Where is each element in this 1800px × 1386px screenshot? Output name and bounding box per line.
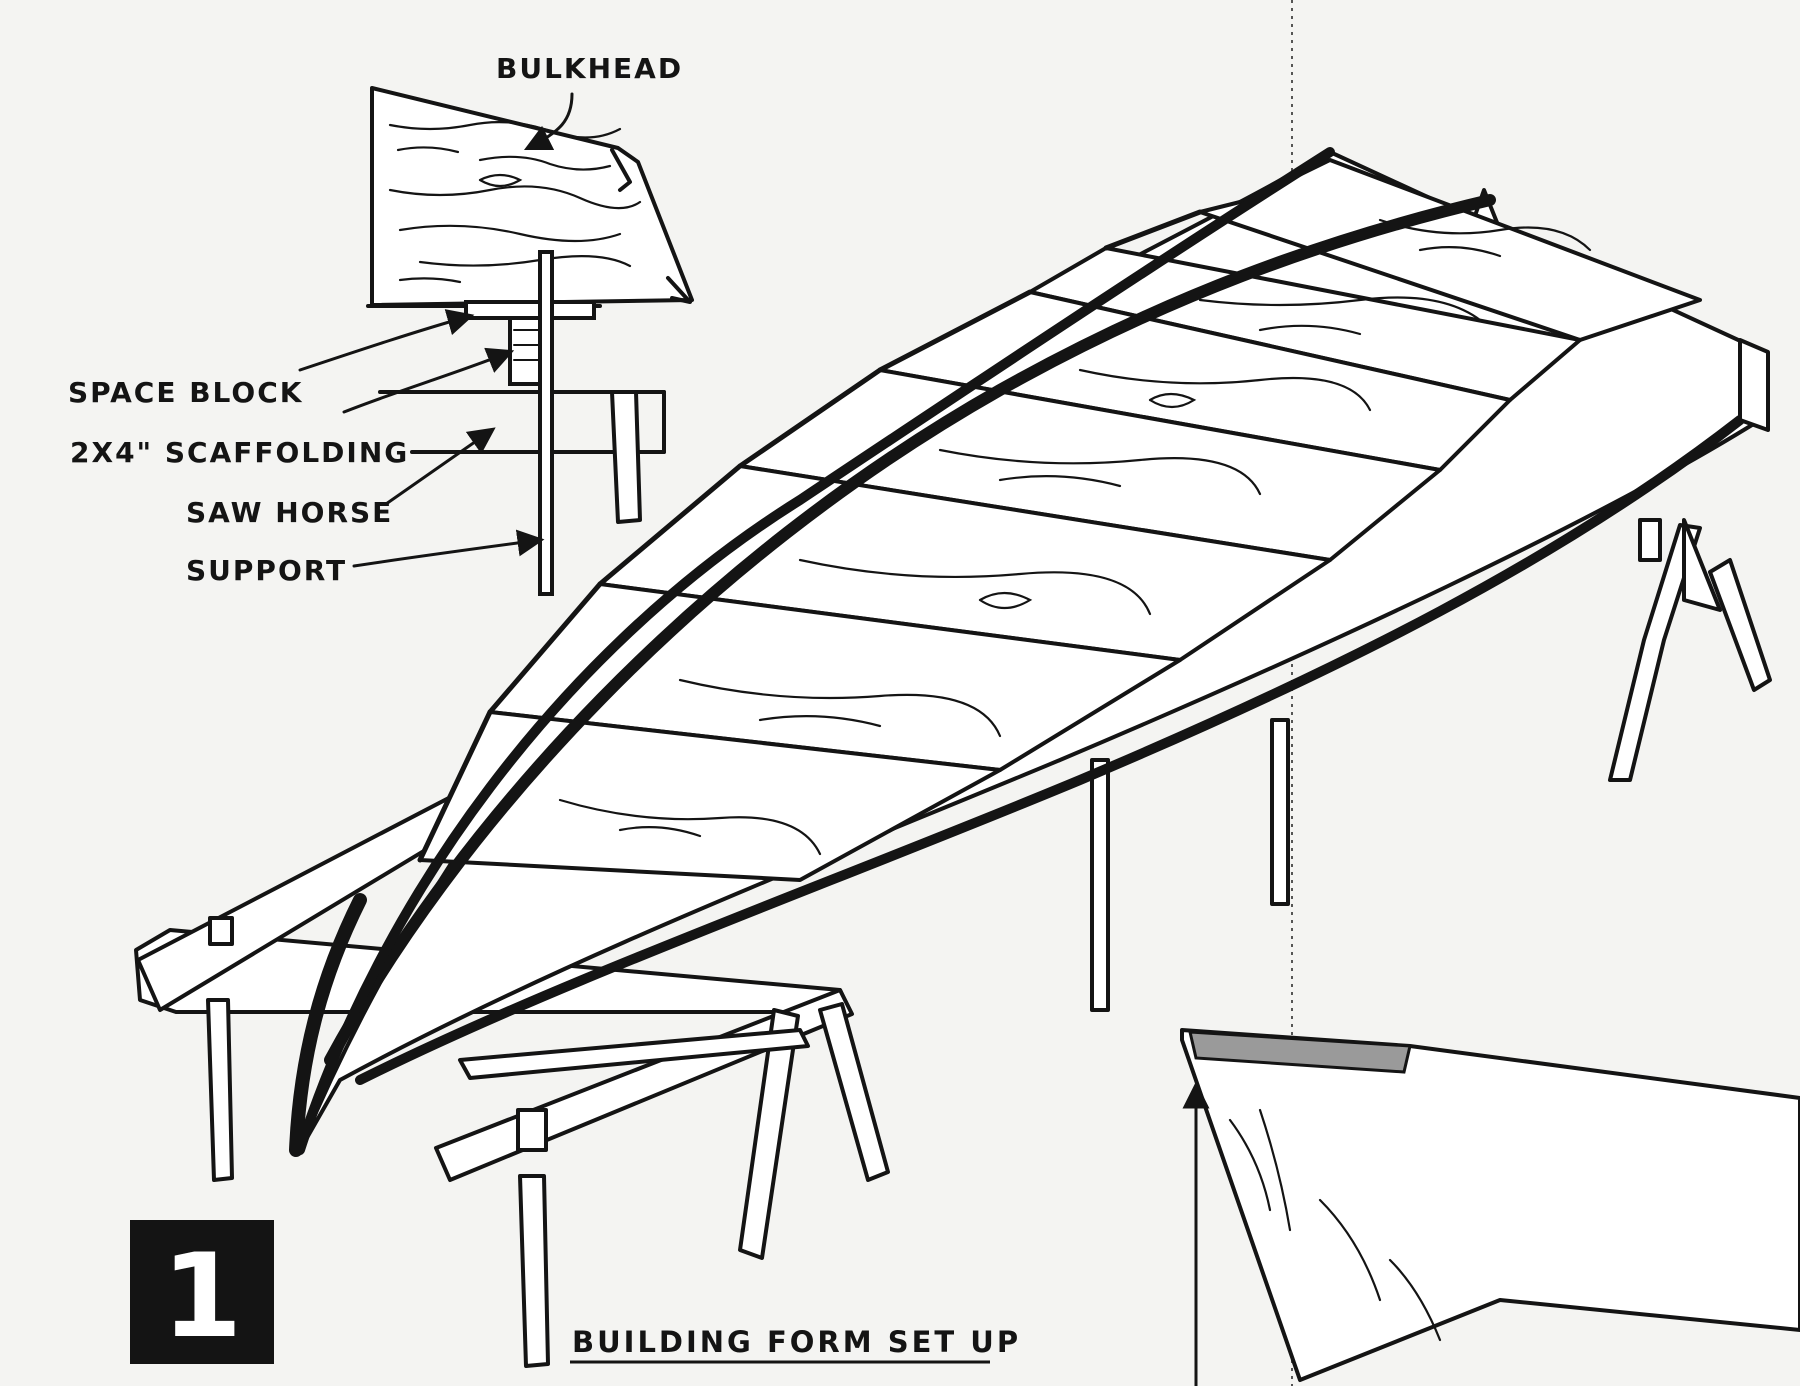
label-space-block: SPACE BLOCK bbox=[68, 376, 303, 409]
front-cleat-1 bbox=[208, 916, 234, 946]
space-block-arrow bbox=[298, 309, 475, 372]
bulkhead-board bbox=[370, 86, 694, 307]
rear-leg-1 bbox=[1608, 523, 1702, 782]
scaffolding-block bbox=[508, 316, 544, 386]
rear-cleat bbox=[1638, 518, 1662, 562]
bulkhead-bevel-top bbox=[610, 148, 632, 192]
detail-inset: BULKHEAD SPACE BLOCK 2X4" SCAFFOLDING SA… bbox=[68, 52, 694, 596]
rear-saw-horse bbox=[1468, 188, 1772, 782]
cross-frames bbox=[417, 209, 1203, 863]
figure-number-badge: 1 bbox=[130, 1220, 274, 1364]
figure-caption: BUILDING FORM SET UP bbox=[572, 1325, 1021, 1359]
transom-frame bbox=[1738, 338, 1770, 432]
label-support: SUPPORT bbox=[186, 554, 347, 587]
label-saw-horse: SAW HORSE bbox=[186, 496, 393, 529]
bulkhead-arrow bbox=[523, 92, 574, 151]
front-crossbar bbox=[458, 1028, 810, 1080]
front-leg-2 bbox=[518, 1174, 550, 1368]
front-leg-1 bbox=[206, 998, 234, 1182]
front-leg-3 bbox=[738, 1008, 800, 1260]
bulkhead-panel-1 bbox=[1198, 158, 1702, 342]
chine-batten bbox=[355, 415, 1745, 1085]
scaffolding-block-hatch bbox=[513, 329, 539, 361]
vertical-support bbox=[538, 250, 554, 596]
next-figure-board bbox=[1180, 1028, 1800, 1382]
next-figure-hatch bbox=[1188, 1030, 1412, 1074]
label-bulkhead: BULKHEAD bbox=[496, 52, 683, 85]
front-saw-horse bbox=[134, 738, 890, 1368]
front-leg-4 bbox=[818, 1002, 890, 1182]
bulkhead-grain bbox=[388, 121, 642, 284]
sheer-batten bbox=[295, 147, 1335, 1155]
building-form bbox=[134, 147, 1772, 1368]
front-cleat-2 bbox=[516, 1108, 548, 1152]
next-figure-partial bbox=[1180, 1028, 1800, 1386]
panel-grain bbox=[558, 218, 1592, 856]
rear-leg-2 bbox=[1682, 518, 1722, 612]
stem bbox=[289, 893, 367, 1157]
figure-number-box bbox=[130, 1220, 274, 1364]
saw-horse-leg bbox=[610, 390, 642, 524]
space-block bbox=[464, 300, 596, 320]
bulkhead-bevel-bottom bbox=[666, 276, 692, 304]
keel-batten bbox=[324, 194, 1496, 1066]
next-figure-grain bbox=[1228, 1108, 1442, 1342]
figure-number: 1 bbox=[162, 1229, 243, 1364]
rear-leg-3 bbox=[1708, 558, 1772, 692]
label-scaffolding: 2X4" SCAFFOLDING bbox=[70, 436, 409, 469]
scaffolding-arrow bbox=[342, 347, 515, 414]
saw-horse-arrow bbox=[384, 427, 496, 506]
support-arrow bbox=[352, 529, 545, 568]
